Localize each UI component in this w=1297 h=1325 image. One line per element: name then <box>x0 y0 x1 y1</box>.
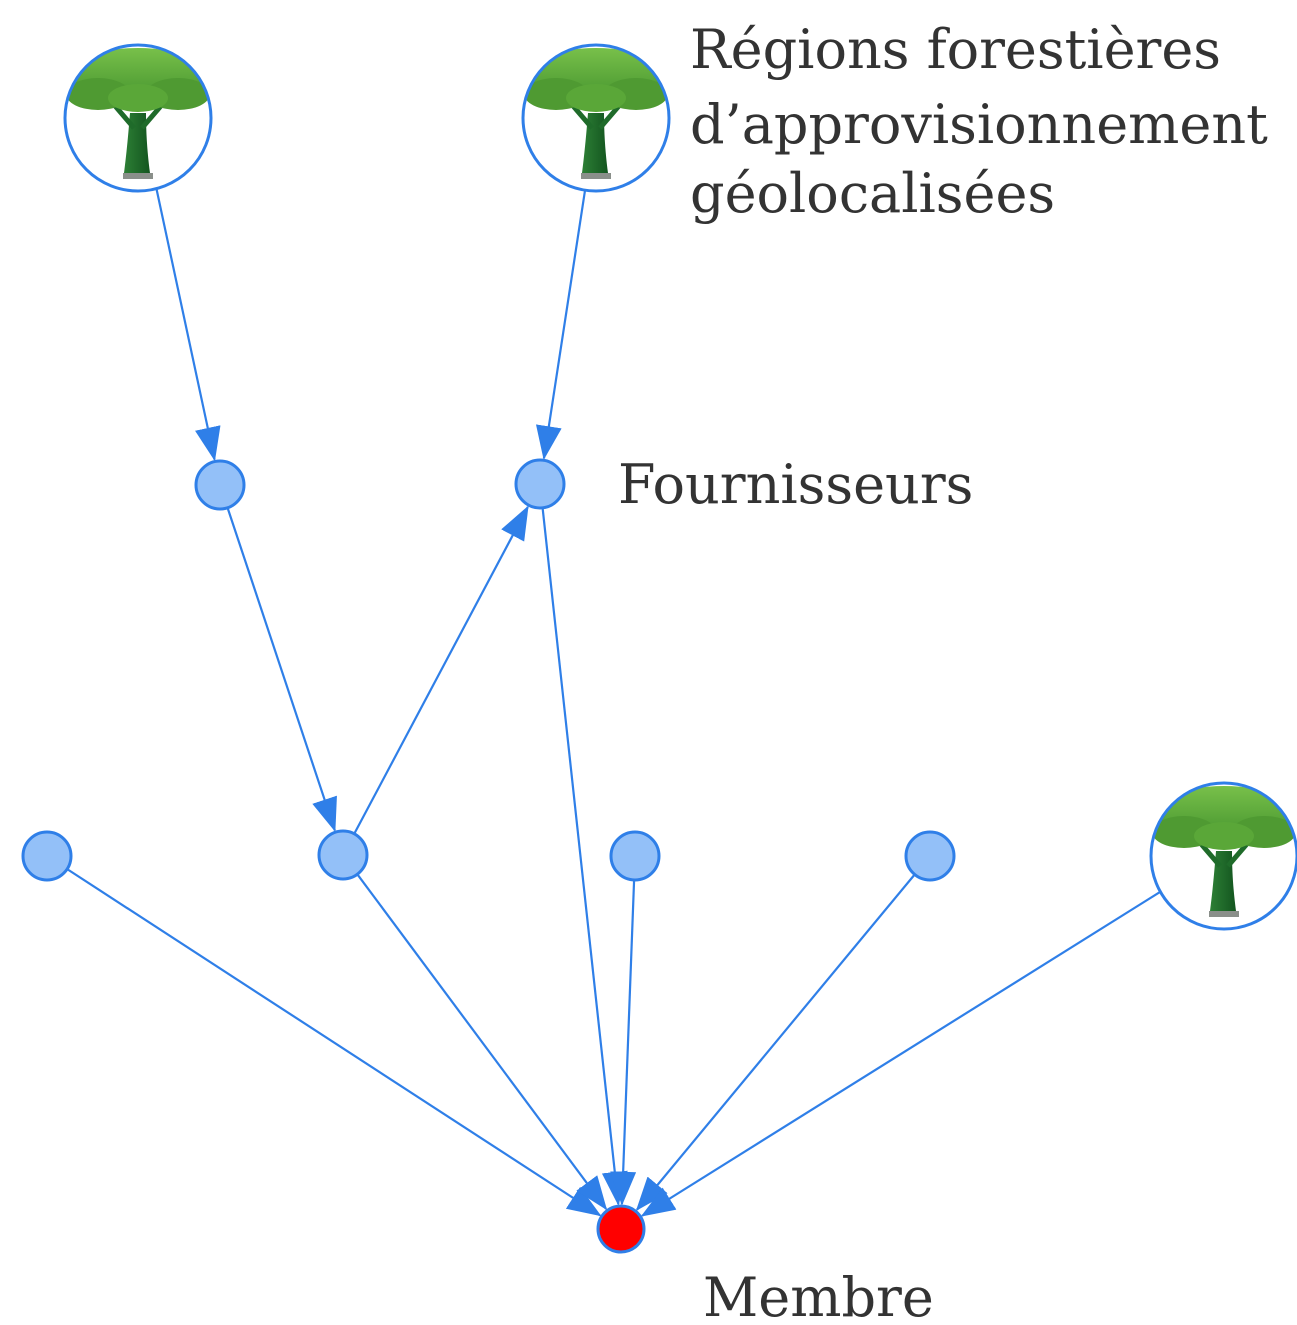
edge-forest-2-to-supplier-2 <box>535 183 588 460</box>
edges <box>67 139 1209 1217</box>
edge-supplier-1-to-supplier-4 <box>226 508 337 832</box>
edge-supplier-2-to-member <box>541 508 628 1206</box>
edge-supplier-3-to-member <box>67 868 602 1217</box>
tree-icon <box>65 48 211 179</box>
forest-region-2 <box>521 43 671 193</box>
forest-region-3 <box>1149 781 1297 931</box>
label-member: Membre <box>703 1266 934 1325</box>
forest-region-ring <box>521 43 671 193</box>
forest-region-1 <box>63 43 213 193</box>
supplier-node-5 <box>609 830 661 882</box>
label-forest-regions-line-1: Régions forestières <box>690 18 1221 81</box>
member-node <box>596 1204 646 1254</box>
edge-supplier-5-to-member <box>610 880 637 1206</box>
tree-icon <box>523 48 669 179</box>
forest-region-ring <box>63 43 213 193</box>
nodes <box>21 43 1297 1254</box>
edge-forest-3-to-member <box>640 861 1209 1217</box>
supplier-node-2 <box>514 458 566 510</box>
label-forest-regions-line-2: d’approvisionnement <box>690 93 1268 156</box>
edge-supplier-4-to-member <box>357 874 608 1211</box>
tree-icon <box>1151 786 1297 917</box>
forest-region-ring <box>1149 781 1297 931</box>
label-forest-regions-line-3: géolocalisées <box>690 162 1055 225</box>
labels: Régions forestières d’approvisionnement … <box>618 18 1268 1325</box>
edge-supplier-6-to-member <box>635 874 915 1212</box>
supplier-node-6 <box>904 830 956 882</box>
supplier-node-3 <box>21 830 73 882</box>
edge-supplier-4-to-supplier-2 <box>353 505 529 834</box>
label-suppliers: Fournisseurs <box>618 453 973 516</box>
supplier-node-4 <box>317 829 369 881</box>
supplier-node-1 <box>194 459 246 511</box>
edge-forest-1-to-supplier-1 <box>144 139 221 462</box>
